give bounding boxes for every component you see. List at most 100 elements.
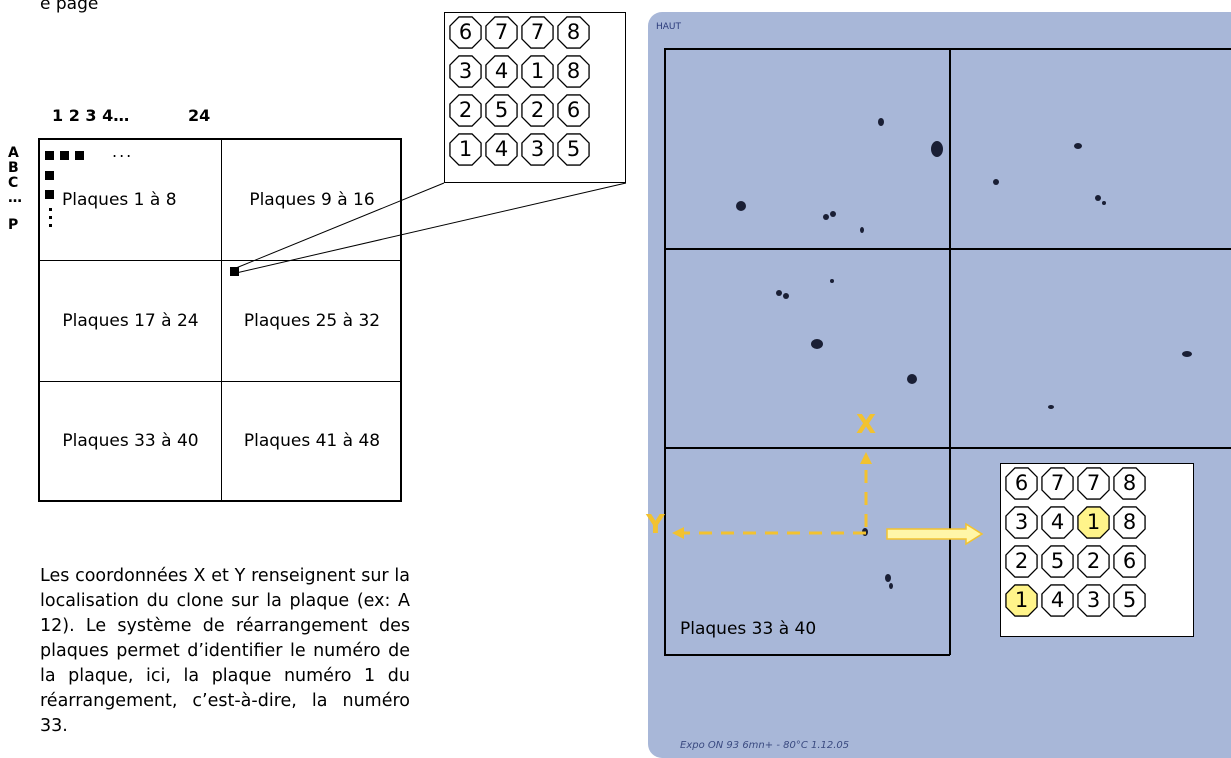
plate-number: 2	[530, 98, 545, 122]
plate-octagon-1: 1	[1077, 506, 1110, 539]
spot	[885, 574, 891, 582]
plate-number: 5	[1050, 549, 1065, 573]
quadrant-5: Plaques 33 à 40	[40, 382, 222, 500]
spot	[830, 211, 836, 217]
plate-number: 6	[1122, 549, 1137, 573]
plate-octagon-1: 1	[449, 133, 482, 166]
quadrant-6: Plaques 41 à 48	[222, 382, 402, 500]
plate-number: 5	[1122, 588, 1137, 612]
plate-number: 4	[1050, 510, 1065, 534]
quadrant-3: Plaques 17 à 24	[40, 261, 222, 382]
column-header: 1 2 3 4… 24	[52, 106, 210, 125]
y-arrow-head	[672, 527, 684, 539]
well-a3	[75, 151, 84, 160]
quadrant-2: Plaques 9 à 16	[222, 140, 402, 261]
spot	[811, 339, 823, 349]
plate-octagon-8: 8	[1113, 467, 1146, 500]
row-header: A B C … P	[8, 146, 22, 233]
plate-number: 3	[1086, 588, 1101, 612]
row-label-p: P	[8, 217, 19, 233]
quadrant-4: Plaques 25 à 32	[222, 261, 402, 382]
plate-octagon-3: 3	[1077, 584, 1110, 617]
film-grid-center	[949, 48, 951, 655]
plate-octagon-8: 8	[1113, 506, 1146, 539]
plate-octagon-1: 1	[521, 55, 554, 88]
plate-octagon-5: 5	[557, 133, 590, 166]
plate-number: 4	[494, 137, 509, 161]
film-grid-row-2	[664, 447, 1231, 449]
panel-pointer-arrow	[886, 522, 984, 546]
plate-octagon-4: 4	[485, 55, 518, 88]
plate-octagon-6: 6	[557, 94, 590, 127]
film-grid-bottom	[664, 654, 950, 656]
x-label: X	[856, 410, 877, 440]
well-a2	[60, 151, 69, 160]
plate-octagon-6: 6	[1005, 467, 1038, 500]
film-orientation-mark: HAUT	[656, 22, 682, 32]
plate-number: 7	[530, 20, 545, 44]
film-grid-left	[664, 48, 666, 655]
plate-octagon-7: 7	[1041, 467, 1074, 500]
plate-number: 6	[566, 98, 581, 122]
quadrant-1: ... Plaques 1 à 8	[40, 140, 222, 261]
column-header-end: 24	[188, 106, 211, 125]
y-label: Y	[646, 510, 665, 540]
plate-number: 5	[566, 137, 581, 161]
column-ellipsis: ...	[112, 142, 134, 161]
plate-octagon-7: 7	[485, 16, 518, 49]
plate-number: 2	[1086, 549, 1101, 573]
plate-octagon-2: 2	[449, 94, 482, 127]
column-header-start: 1 2 3 4…	[52, 106, 130, 125]
plate-octagon-6: 6	[1113, 545, 1146, 578]
plate-number: 3	[1014, 510, 1029, 534]
spot	[1074, 143, 1082, 149]
plate-octagon-2: 2	[521, 94, 554, 127]
plate-number: 4	[1050, 588, 1065, 612]
spot	[1182, 351, 1192, 357]
spot	[736, 201, 746, 211]
spot	[860, 227, 864, 233]
row-ellipsis	[49, 208, 53, 232]
plate-number: 7	[1050, 471, 1065, 495]
plate-number: 2	[1014, 549, 1029, 573]
spot	[889, 583, 893, 589]
plate-number: 1	[530, 59, 545, 83]
plate-octagon-5: 5	[485, 94, 518, 127]
plate-octagon-3: 3	[521, 133, 554, 166]
plate-octagon-1: 1	[1005, 584, 1038, 617]
plate-octagon-6: 6	[449, 16, 482, 49]
quadrant-4-label: Plaques 25 à 32	[243, 311, 381, 331]
well-block-marker	[230, 267, 239, 276]
plate-octagon-2: 2	[1005, 545, 1038, 578]
plate-number: 4	[494, 59, 509, 83]
spot	[1048, 405, 1054, 409]
quadrant-6-label: Plaques 41 à 48	[243, 431, 381, 451]
plate-number: 8	[1122, 510, 1137, 534]
spot	[1102, 201, 1106, 205]
plate-number: 3	[458, 59, 473, 83]
header-fragment: e page	[40, 0, 99, 14]
row-label-c: C	[8, 175, 19, 191]
film-grid-top	[664, 48, 1231, 50]
quadrant-3-label: Plaques 17 à 24	[62, 311, 199, 331]
plate-number: 6	[1014, 471, 1029, 495]
spot	[931, 141, 943, 157]
plate-octagon-5: 5	[1041, 545, 1074, 578]
quadrant-2-label: Plaques 9 à 16	[249, 190, 375, 210]
plate-number: 3	[530, 137, 545, 161]
well-a1	[45, 151, 54, 160]
zoom-line-2	[235, 182, 627, 274]
plate-number: 6	[458, 20, 473, 44]
membrane-schematic: ... Plaques 1 à 8 Plaques 9 à 16 Plaques…	[38, 138, 402, 502]
film-quadrant-label: Plaques 33 à 40	[680, 619, 817, 639]
spot	[878, 118, 884, 126]
plate-octagon-7: 7	[1077, 467, 1110, 500]
row-label-ellipsis: …	[8, 190, 22, 206]
plate-octagon-8: 8	[557, 55, 590, 88]
explanation-text: Les coordonnées X et Y renseignent sur l…	[40, 566, 410, 736]
plate-octagon-4: 4	[1041, 506, 1074, 539]
plate-number: 2	[458, 98, 473, 122]
